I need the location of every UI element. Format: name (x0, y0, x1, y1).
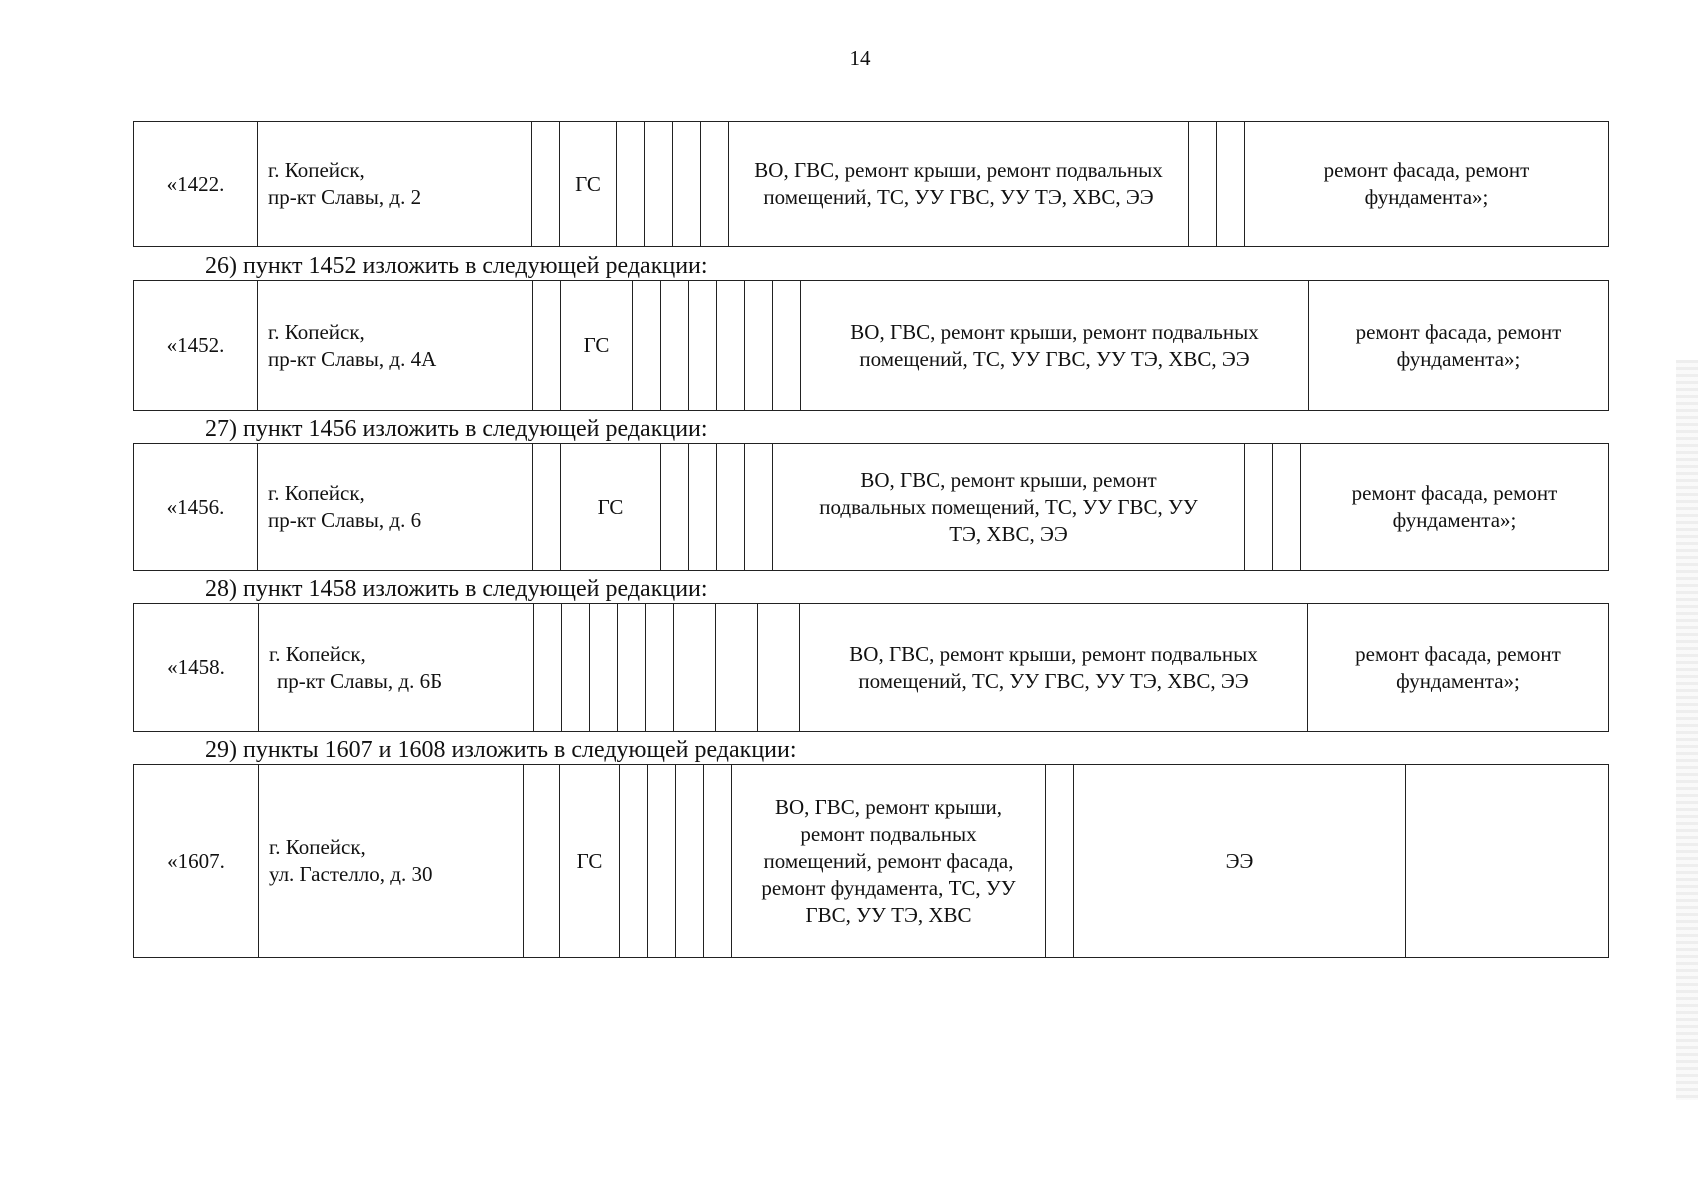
empty-cell (1272, 443, 1301, 571)
empty-cell (703, 764, 732, 958)
empty-cell (532, 443, 561, 571)
empty-cell (1216, 121, 1245, 247)
empty-cell (589, 603, 618, 732)
empty-cell (660, 443, 689, 571)
empty-cell (716, 280, 745, 411)
entry-type: ГС (560, 280, 633, 411)
entry-works-later: ремонт фасада, ремонт фундамента»; (1300, 443, 1609, 571)
entry-address: г. Копейск, ул. Гастелло, д. 30 (258, 764, 524, 958)
address-street: пр-кт Славы, д. 2 (268, 185, 422, 209)
entry-type (561, 603, 590, 732)
entry-works-later: ЭЭ (1073, 764, 1406, 958)
address-street: пр-кт Славы, д. 6 (268, 508, 422, 532)
empty-cell (531, 121, 560, 247)
table-row-1456: «1456. г. Копейск, пр-кт Славы, д. 6 ГС … (133, 443, 1609, 571)
empty-cell (1244, 443, 1273, 571)
empty-cell (688, 280, 717, 411)
table-row-1458: «1458. г. Копейск, пр-кт Славы, д. 6Б ВО… (133, 603, 1609, 732)
entry-type: ГС (559, 764, 620, 958)
empty-cell (647, 764, 676, 958)
empty-cell (672, 121, 701, 247)
empty-cell (1045, 764, 1074, 958)
address-street: пр-кт Славы, д. 6Б (277, 668, 443, 693)
empty-cell (715, 603, 758, 732)
empty-cell (688, 443, 717, 571)
page-number: 14 (849, 46, 871, 70)
entry-works: ВО, ГВС, ремонт крыши, ремонт подвальных… (799, 603, 1308, 732)
empty-cell (644, 121, 673, 247)
instruction-28: 28) пункт 1458 изложить в следующей реда… (205, 576, 708, 602)
empty-cell (632, 280, 661, 411)
entry-works: ВО, ГВС, ремонт крыши, ремонт подвальных… (728, 121, 1189, 247)
entry-address: г. Копейск, пр-кт Славы, д. 2 (257, 121, 532, 247)
empty-cell (744, 280, 773, 411)
entry-number: «1607. (133, 764, 259, 958)
entry-works-later: ремонт фасада, ремонт фундамента»; (1308, 280, 1609, 411)
empty-cell (617, 603, 646, 732)
address-city: г. Копейск, (268, 481, 365, 505)
entry-type: ГС (560, 443, 661, 571)
empty-cell (532, 280, 561, 411)
empty-cell (716, 443, 745, 571)
empty-cell (660, 280, 689, 411)
empty-cell (700, 121, 729, 247)
empty-cell (619, 764, 648, 958)
entry-works-later: ремонт фасада, ремонт фундамента»; (1307, 603, 1609, 732)
entry-works-last (1405, 764, 1609, 958)
address-city: г. Копейск, (268, 158, 365, 182)
entry-address: г. Копейск, пр-кт Славы, д. 6Б (258, 603, 534, 732)
address-city: г. Копейск, (268, 319, 365, 344)
address-street: ул. Гастелло, д. 30 (269, 862, 433, 886)
address-street: пр-кт Славы, д. 4А (268, 346, 437, 371)
address-city: г. Копейск, (269, 641, 366, 666)
empty-cell (757, 603, 800, 732)
entry-address: г. Копейск, пр-кт Славы, д. 6 (257, 443, 533, 571)
instruction-26: 26) пункт 1452 изложить в следующей реда… (205, 253, 708, 279)
scan-edge-artifact (1676, 360, 1698, 1100)
empty-cell (523, 764, 560, 958)
empty-cell (673, 603, 716, 732)
table-row-1422: «1422. г. Копейск, пр-кт Славы, д. 2 ГС … (133, 121, 1609, 247)
entry-works: ВО, ГВС, ремонт крыши, ремонт подвальных… (772, 443, 1245, 571)
entry-number: «1458. (133, 603, 259, 732)
empty-cell (744, 443, 773, 571)
entry-works: ВО, ГВС, ремонт крыши, ремонт подвальных… (800, 280, 1309, 411)
table-row-1452: «1452. г. Копейск, пр-кт Славы, д. 4А ГС… (133, 280, 1609, 411)
table-row-1607: «1607. г. Копейск, ул. Гастелло, д. 30 Г… (133, 764, 1609, 958)
empty-cell (533, 603, 562, 732)
empty-cell (1188, 121, 1217, 247)
instruction-29: 29) пункты 1607 и 1608 изложить в следую… (205, 737, 797, 763)
entry-works: ВО, ГВС, ремонт крыши, ремонт подвальных… (731, 764, 1046, 958)
entry-type: ГС (559, 121, 617, 247)
entry-number: «1452. (133, 280, 258, 411)
entry-number: «1456. (133, 443, 258, 571)
entry-works-later: ремонт фасада, ремонт фундамента»; (1244, 121, 1609, 247)
empty-cell (645, 603, 674, 732)
empty-cell (675, 764, 704, 958)
instruction-27: 27) пункт 1456 изложить в следующей реда… (205, 416, 708, 442)
empty-cell (772, 280, 801, 411)
address-city: г. Копейск, (269, 835, 366, 859)
empty-cell (616, 121, 645, 247)
entry-number: «1422. (133, 121, 258, 247)
entry-address: г. Копейск, пр-кт Славы, д. 4А (257, 280, 533, 411)
